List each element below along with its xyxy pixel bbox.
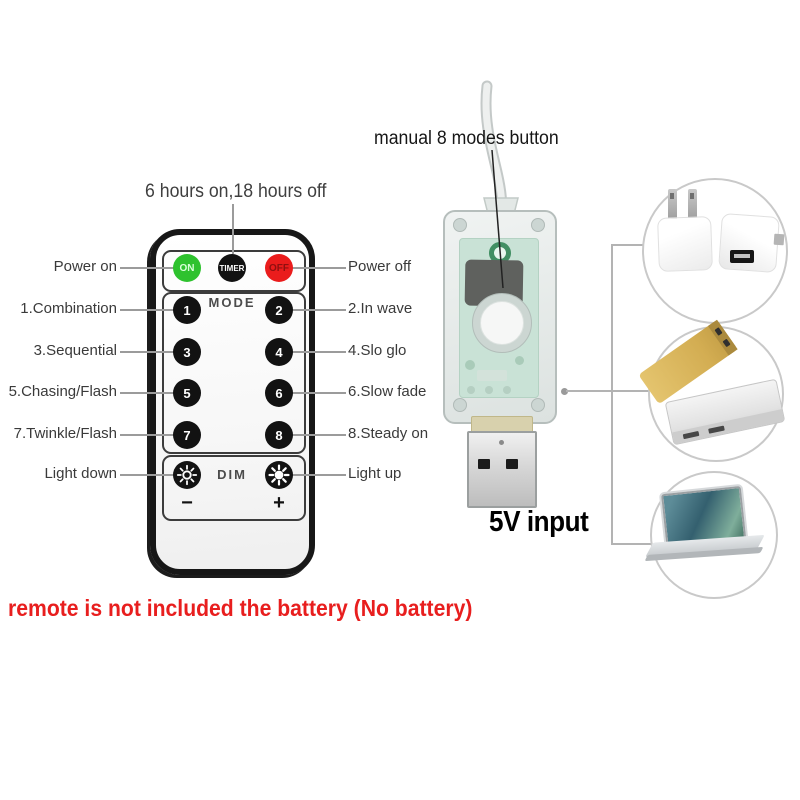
usb-controller — [443, 210, 557, 424]
pointer-line — [120, 474, 174, 476]
dim-minus-sign: − — [181, 492, 193, 514]
off-button: OFF — [265, 254, 293, 282]
screw — [453, 218, 467, 232]
timer-note: 6 hours on,18 hours off — [145, 181, 327, 202]
mode-section — [162, 292, 306, 454]
label-slo-glo: 4.Slo glo — [348, 342, 407, 359]
dim-section — [162, 455, 306, 521]
manual-modes-note: manual 8 modes button — [374, 128, 559, 149]
screw — [531, 218, 545, 232]
dim-up-icon — [268, 464, 290, 486]
label-combination: 1.Combination — [20, 300, 117, 317]
pointer-line — [292, 309, 346, 311]
dim-plus-sign: + — [273, 492, 285, 514]
connector-dot — [561, 388, 568, 395]
label-light-up: Light up — [348, 465, 402, 482]
battery-warning-note: remote is not included the battery (No b… — [8, 595, 473, 621]
plug-prong — [668, 189, 677, 221]
dim-up-button — [265, 461, 293, 489]
dim-section-label: DIM — [217, 467, 247, 482]
mode-button-4: 4 — [265, 338, 293, 366]
usb-plug — [467, 431, 537, 508]
power-section — [162, 250, 306, 292]
pointer-line — [120, 267, 174, 269]
label-steady-on: 8.Steady on — [348, 425, 429, 442]
label-slow-fade: 6.Slow fade — [348, 383, 427, 400]
pointer-line — [292, 267, 346, 269]
label-power-off: Power off — [348, 258, 412, 275]
remote-control: ON TIMER OFF MODE 1 2 3 4 5 6 7 8 DIM — [150, 229, 315, 575]
mode-section-label: MODE — [208, 295, 256, 310]
dim-down-button — [173, 461, 201, 489]
label-sequential: 3.Sequential — [33, 342, 117, 359]
mode-button-7: 7 — [173, 421, 201, 449]
mode-button-1: 1 — [173, 296, 201, 324]
dim-down-icon — [176, 464, 198, 486]
label-light-down: Light down — [44, 465, 117, 482]
pointer-line — [120, 392, 174, 394]
wall-adapter-side — [718, 213, 780, 273]
plug-prong — [688, 189, 697, 221]
label-in-wave: 2.In wave — [348, 300, 413, 317]
screw — [531, 398, 545, 412]
plug-prong-side — [773, 233, 785, 246]
connector-line — [611, 543, 652, 545]
screw — [453, 398, 467, 412]
label-chasing-flash: 5.Chasing/Flash — [8, 383, 117, 400]
on-button: ON — [173, 254, 201, 282]
mode-button-2: 2 — [265, 296, 293, 324]
usb-plug-dimple — [499, 440, 504, 445]
input-voltage-note: 5V input — [489, 506, 589, 538]
connector-line — [566, 390, 650, 392]
mode-button-5: 5 — [173, 379, 201, 407]
pointer-line — [120, 309, 174, 311]
pointer-line — [120, 434, 174, 436]
connector-line — [611, 244, 613, 545]
pointer-line — [292, 351, 346, 353]
connector-line — [611, 244, 644, 246]
label-twinkle-flash: 7.Twinkle/Flash — [13, 425, 117, 442]
usb-contact-hole — [478, 459, 490, 469]
pointer-line — [120, 351, 174, 353]
pointer-line — [292, 392, 346, 394]
mode-button-6: 6 — [265, 379, 293, 407]
label-power-on: Power on — [53, 258, 117, 275]
timer-button: TIMER — [218, 254, 246, 282]
pointer-line — [292, 434, 346, 436]
timer-pointer-line — [232, 204, 234, 254]
mode-button-8: 8 — [265, 421, 293, 449]
pointer-line — [292, 474, 346, 476]
mode-button-3: 3 — [173, 338, 201, 366]
mode-press-button-cap — [480, 301, 524, 345]
usb-contact-hole — [506, 459, 518, 469]
adapter-usb-pin — [734, 254, 750, 258]
wall-adapter-front — [657, 216, 713, 272]
